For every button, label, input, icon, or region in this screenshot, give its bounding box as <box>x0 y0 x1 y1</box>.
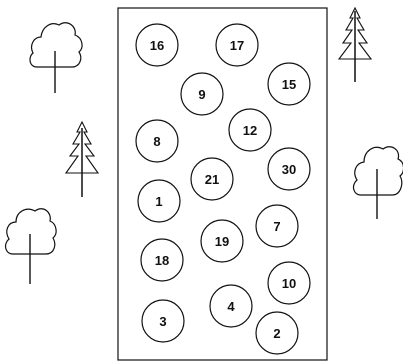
circle-label: 16 <box>150 38 164 53</box>
circle-2: 2 <box>256 312 298 354</box>
circle-label: 12 <box>243 123 257 138</box>
circle-label: 2 <box>273 326 280 341</box>
circle-17: 17 <box>216 24 258 66</box>
pine-tree-icon <box>66 122 98 197</box>
circle-12: 12 <box>229 109 271 151</box>
circle-8: 8 <box>136 120 178 162</box>
circle-19: 19 <box>201 220 243 262</box>
circle-label: 9 <box>198 87 205 102</box>
circle-label: 3 <box>159 314 166 329</box>
circle-label: 7 <box>273 219 280 234</box>
circle-label: 8 <box>153 134 160 149</box>
circle-label: 1 <box>155 194 162 209</box>
circle-4: 4 <box>210 285 252 327</box>
circle-9: 9 <box>181 73 223 115</box>
circle-21: 21 <box>191 158 233 200</box>
circle-label: 30 <box>282 162 296 177</box>
circle-label: 15 <box>282 77 296 92</box>
circle-7: 7 <box>256 205 298 247</box>
circle-label: 18 <box>155 253 169 268</box>
circle-label: 10 <box>282 276 296 291</box>
circles-layer: 16 17 9 15 8 12 <box>136 24 310 354</box>
circle-label: 19 <box>215 234 229 249</box>
circle-10: 10 <box>268 262 310 304</box>
circle-label: 17 <box>230 38 244 53</box>
circle-3: 3 <box>142 300 184 342</box>
circle-label: 21 <box>205 172 219 187</box>
deciduous-tree-icon <box>30 23 82 93</box>
circle-15: 15 <box>268 63 310 105</box>
circle-30: 30 <box>268 148 310 190</box>
circle-1: 1 <box>138 180 180 222</box>
pine-tree-icon <box>339 8 371 82</box>
circle-label: 4 <box>227 299 235 314</box>
circle-18: 18 <box>141 239 183 281</box>
deciduous-tree-icon <box>6 209 57 284</box>
circle-16: 16 <box>136 24 178 66</box>
deciduous-tree-icon <box>354 147 403 219</box>
